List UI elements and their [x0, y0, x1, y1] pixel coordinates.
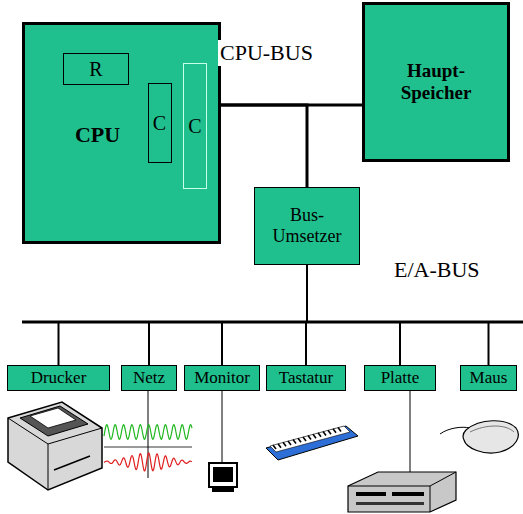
lead-line [148, 390, 149, 478]
component-box: Netz [121, 365, 177, 391]
key-stroke [333, 429, 336, 433]
bus-label: CPU-BUS [218, 40, 315, 66]
node-label: C [188, 115, 201, 138]
key-stroke [328, 430, 331, 434]
register-box: C [183, 63, 207, 189]
monitor-icon [209, 463, 237, 492]
keyboard-icon [266, 426, 358, 460]
register-box: R [63, 53, 129, 85]
key-stroke [318, 433, 321, 437]
node-label: Tastatur [279, 368, 334, 388]
node-label: Drucker [31, 368, 87, 388]
bus-connector [307, 265, 400, 365]
axis-line [104, 447, 192, 448]
key-stroke [298, 438, 301, 442]
key-stroke [288, 441, 291, 445]
node-label: R [89, 58, 102, 81]
node-label: Platte [381, 368, 420, 388]
mouse-icon [440, 421, 518, 453]
printer-icon [8, 402, 102, 490]
key-stroke [283, 442, 286, 446]
component-box: Platte [364, 365, 436, 391]
component-box: Bus- Umsetzer [254, 187, 360, 265]
component-box: Tastatur [266, 365, 346, 391]
signal-waves [104, 425, 192, 471]
component-box: Haupt- Speicher [362, 2, 510, 162]
node-label: C [153, 112, 166, 135]
key-stroke [308, 436, 311, 440]
node-label: Netz [133, 368, 165, 388]
wave-line [104, 425, 192, 440]
component-box: CPU R CC [22, 22, 221, 244]
node-label: Maus [470, 368, 508, 388]
key-stroke [338, 427, 341, 431]
register-box: C [148, 83, 172, 163]
component-box: Drucker [7, 365, 110, 391]
key-stroke [323, 432, 326, 436]
node-label: Haupt- Speicher [370, 60, 502, 104]
key-stroke [313, 434, 316, 438]
key-stroke [303, 437, 306, 441]
lead-line [410, 390, 411, 474]
wave-line [104, 453, 192, 471]
lead-line [222, 390, 223, 462]
component-box: Monitor [184, 365, 260, 391]
bus-connector [59, 265, 308, 365]
bus-label: E/A-BUS [392, 257, 482, 283]
node-label: Bus- Umsetzer [262, 205, 352, 246]
bus-connector [221, 105, 307, 187]
bus-connector [149, 265, 307, 365]
key-stroke [293, 440, 296, 444]
bus-connector [222, 265, 307, 365]
component-box: Maus [460, 365, 517, 391]
key-stroke [278, 444, 281, 448]
disk-drive-icon [348, 472, 456, 512]
key-stroke [273, 445, 276, 449]
node-label: CPU [75, 122, 120, 147]
node-label: Monitor [194, 368, 250, 388]
